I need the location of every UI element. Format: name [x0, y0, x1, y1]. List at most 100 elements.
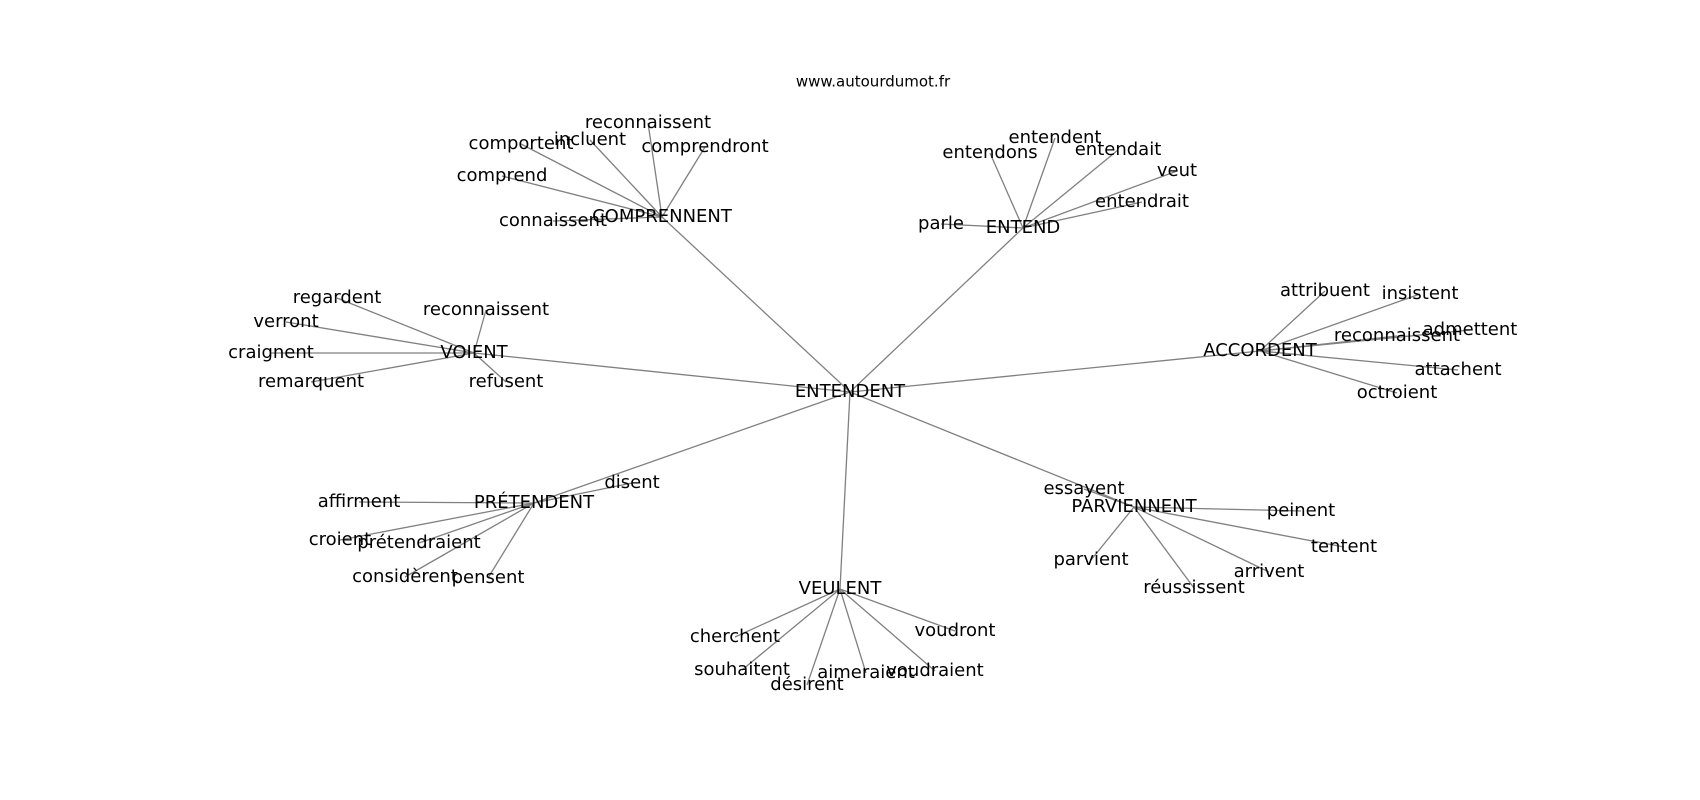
edge-hub-leaf — [1259, 290, 1326, 352]
leaf-node-label: connaissent — [499, 210, 607, 231]
source-label: www.autourdumot.fr — [796, 73, 951, 91]
leaf-node-label: craignent — [228, 342, 314, 363]
leaf-node-label: voudraient — [886, 660, 983, 681]
edge-hub-leaf — [1259, 350, 1398, 394]
leaf-node-label: regardent — [293, 287, 382, 308]
leaf-node-label: remarquent — [258, 371, 364, 392]
leaf-node-label: incluent — [554, 129, 626, 150]
leaf-node-label: souhaitent — [694, 659, 790, 680]
leaf-node-label: admettent — [1423, 319, 1518, 340]
leaf-node-label: veut — [1157, 160, 1197, 181]
edge-hub-leaf — [1133, 506, 1302, 512]
leaf-node-label: reconnaissent — [1334, 325, 1460, 346]
leaf-node-label: prétendraient — [357, 532, 480, 553]
edge-center-hub — [661, 216, 851, 393]
leaf-node-label: reconnaissent — [585, 112, 711, 133]
hub-node-label: PARVIENNENT — [1071, 496, 1197, 517]
leaf-node-label: comportent — [469, 133, 574, 154]
leaf-node-label: essayent — [1043, 478, 1124, 499]
edge-hub-leaf — [741, 588, 841, 671]
graph-edges — [271, 122, 1471, 686]
hub-node-label: VEULENT — [799, 578, 883, 599]
edge-hub-leaf — [339, 502, 535, 541]
leaf-node-label: affirment — [318, 491, 401, 512]
edge-hub-leaf — [520, 143, 663, 218]
leaf-node-label: croient — [309, 529, 371, 550]
leaf-node-label: attribuent — [1280, 280, 1370, 301]
hub-node-label: COMPRENNENT — [592, 206, 733, 227]
edge-hub-leaf — [473, 309, 487, 354]
edge-hub-leaf — [1133, 506, 1270, 573]
leaf-node-label: arrivent — [1234, 561, 1305, 582]
leaf-node-label: parle — [918, 213, 964, 234]
leaf-node-label: attachent — [1414, 359, 1501, 380]
leaf-node-label: voudront — [915, 620, 996, 641]
edge-hub-leaf — [1259, 293, 1421, 352]
edge-hub-leaf — [1022, 137, 1056, 229]
edge-hub-leaf — [1083, 488, 1135, 508]
edge-hub-leaf — [647, 122, 663, 218]
leaf-node-label: considèrent — [352, 566, 458, 587]
edge-hub-leaf — [533, 482, 633, 504]
edge-hub-leaf — [358, 501, 535, 504]
hub-node-label: VOIENT — [440, 342, 508, 363]
leaf-node-label: désirent — [770, 674, 843, 695]
edge-center-hub — [849, 350, 1261, 393]
edge-hub-leaf — [487, 502, 535, 579]
leaf-node-label: tentent — [1311, 536, 1377, 557]
edge-hub-leaf — [418, 502, 535, 544]
leaf-node-label: parvient — [1053, 549, 1128, 570]
edge-hub-leaf — [839, 588, 867, 674]
edge-hub-leaf — [734, 588, 841, 638]
leaf-node-label: entendons — [942, 142, 1037, 163]
leaf-node-label: entendrait — [1095, 191, 1189, 212]
edge-hub-leaf — [1259, 335, 1398, 352]
leaf-node-label: verront — [253, 311, 318, 332]
edge-center-hub — [839, 391, 851, 590]
center-node-label: ENTENDENT — [795, 381, 906, 402]
edge-hub-leaf — [806, 588, 841, 686]
edge-hub-leaf — [940, 223, 1024, 229]
edge-center-hub — [849, 391, 1135, 508]
edge-hub-leaf — [552, 216, 663, 222]
edge-hub-leaf — [404, 502, 535, 578]
edge-hub-leaf — [839, 588, 936, 672]
edge-center-hub — [473, 352, 851, 393]
leaf-node-label: reconnaissent — [423, 299, 549, 320]
leaf-node-label: octroient — [1357, 382, 1438, 403]
leaf-node-label: insistent — [1382, 283, 1459, 304]
edge-hub-leaf — [1133, 506, 1195, 589]
edge-hub-leaf — [473, 352, 507, 383]
hub-node-label: ACCORDENT — [1203, 340, 1318, 361]
edge-hub-leaf — [1022, 170, 1178, 229]
edge-center-hub — [533, 391, 851, 504]
leaf-node-label: aimeraient — [817, 662, 915, 683]
edge-hub-leaf — [1022, 201, 1143, 229]
edge-hub-leaf — [1022, 149, 1119, 229]
edge-hub-leaf — [1090, 506, 1135, 561]
leaf-node-label: entendait — [1075, 139, 1162, 160]
leaf-node-label: disent — [604, 472, 659, 493]
edge-hub-leaf — [310, 352, 475, 383]
leaf-node-label: pensent — [452, 567, 525, 588]
edge-hub-leaf — [1133, 506, 1345, 548]
edge-hub-leaf — [1259, 350, 1459, 371]
edge-hub-leaf — [989, 152, 1024, 229]
edge-hub-leaf — [589, 139, 663, 218]
edge-hub-leaf — [839, 588, 956, 632]
leaf-node-label: réussissent — [1143, 577, 1245, 598]
leaf-node-label: comprend — [457, 165, 548, 186]
leaf-node-label: peinent — [1267, 500, 1335, 521]
leaf-node-label: comprendront — [641, 136, 768, 157]
edge-hub-leaf — [285, 321, 475, 354]
hub-node-label: PRÉTENDENT — [474, 491, 595, 513]
edge-hub-leaf — [661, 146, 706, 218]
edge-center-hub — [849, 227, 1024, 393]
edge-hub-leaf — [501, 175, 663, 218]
leaf-node-label: refusent — [469, 371, 544, 392]
edge-hub-leaf — [336, 297, 475, 354]
leaf-node-label: cherchent — [690, 626, 780, 647]
graph-labels: ENTENDENTCOMPRENNENTreconnaissentincluen… — [228, 112, 1517, 695]
leaf-node-label: entendent — [1009, 127, 1102, 148]
